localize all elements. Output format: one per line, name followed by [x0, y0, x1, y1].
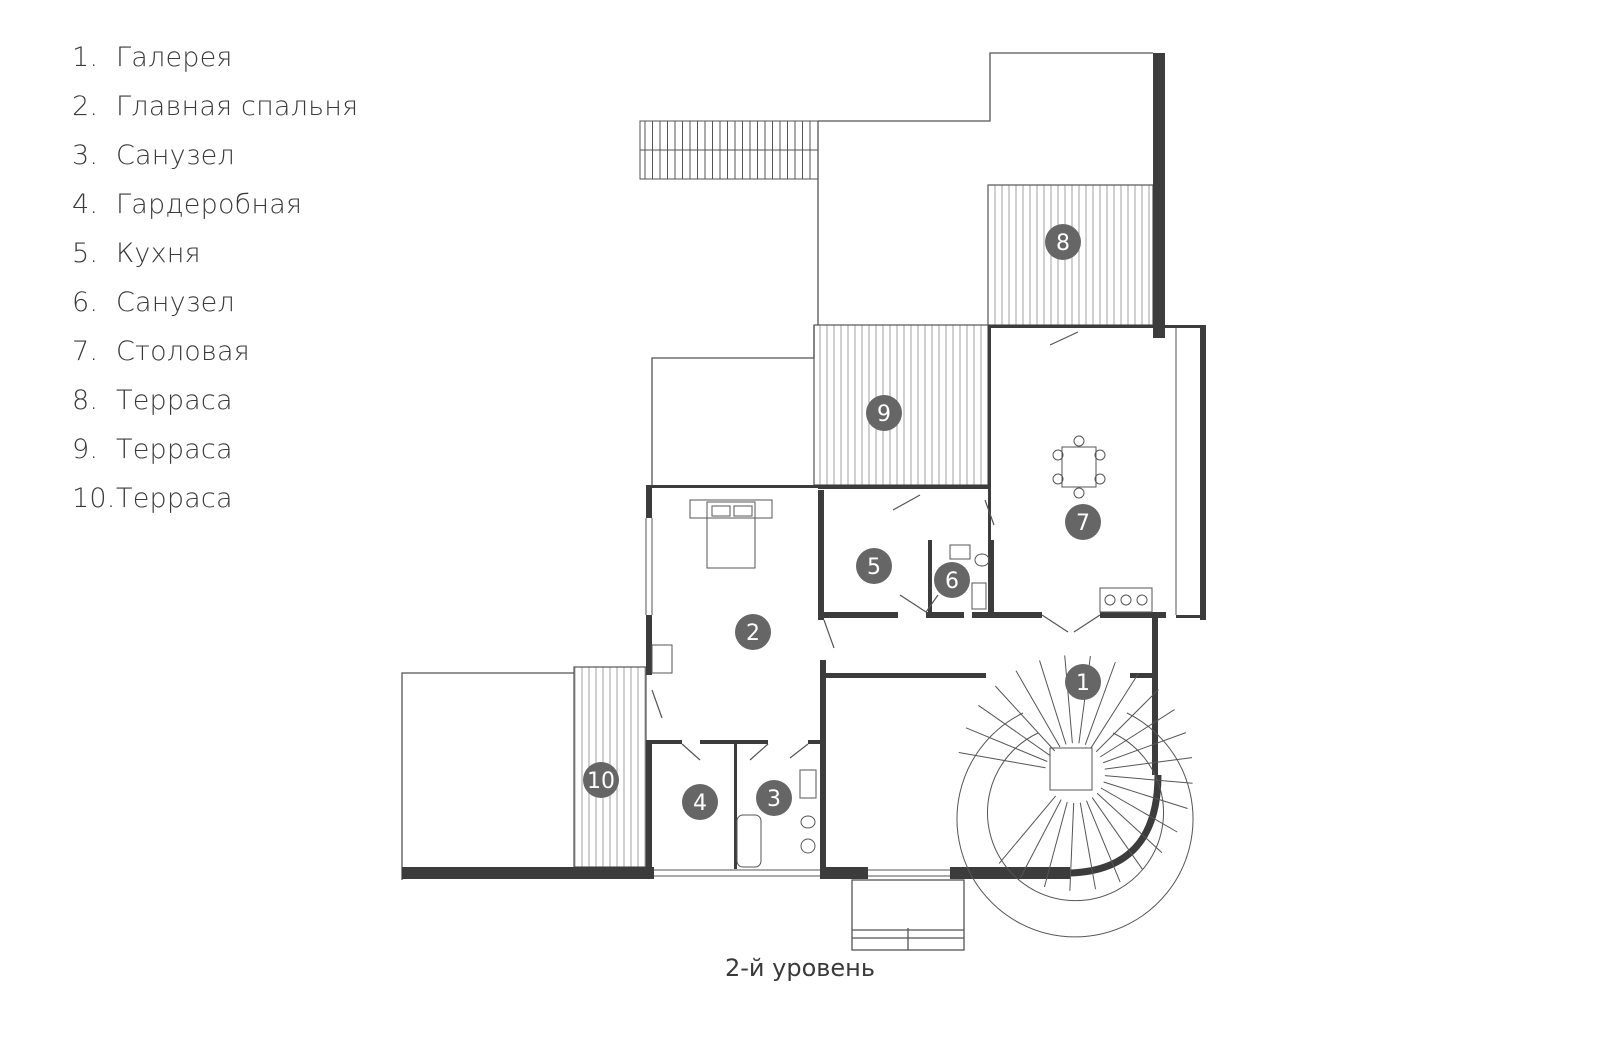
spiral-tread	[1039, 660, 1067, 745]
door-swings	[651, 331, 1101, 761]
furniture	[651, 435, 1153, 868]
bathtub-icon	[736, 814, 762, 868]
legend-item: 1. Галерея	[72, 42, 358, 91]
legend-item-number: 10.	[72, 483, 116, 514]
room-marker-7: 7	[1065, 504, 1101, 540]
legend-item: 2. Главная спальня	[72, 91, 358, 140]
legend-item: 9. Терраса	[72, 434, 358, 483]
legend-item-label: Гардеробная	[116, 189, 303, 220]
legend-item-label: Терраса	[116, 434, 233, 465]
legend-item-label: Главная спальня	[116, 91, 359, 122]
spiral-tread	[1079, 802, 1096, 890]
room-marker-label: 9	[877, 402, 891, 427]
legend-item-label: Терраса	[116, 385, 233, 416]
legend-item-number: 8.	[72, 385, 99, 416]
spiral-tread	[1104, 775, 1193, 784]
room-marker-label: 3	[767, 787, 781, 812]
dining-table-icon	[1061, 446, 1097, 488]
room-marker-label: 4	[693, 791, 707, 816]
legend-item: 6. Санузел	[72, 287, 358, 336]
legend-item-label: Санузел	[116, 287, 235, 318]
legend-item-label: Столовая	[116, 336, 250, 367]
bed-icon	[689, 499, 773, 519]
spiral-tread	[1103, 781, 1188, 809]
spiral-tread	[1090, 673, 1139, 748]
legend-item-label: Кухня	[116, 238, 201, 269]
room-marker-5: 5	[856, 548, 892, 584]
legend-item-number: 6.	[72, 287, 99, 318]
room-marker-1: 1	[1065, 664, 1101, 700]
legend-item: 7. Столовая	[72, 336, 358, 385]
spiral-tread	[1020, 799, 1062, 878]
room-markers: 1 2 3 4 5 6 7 8 9 10	[583, 224, 1101, 820]
room-marker-label: 10	[587, 769, 615, 794]
legend-item-number: 2.	[72, 91, 99, 122]
spiral-tread	[1103, 732, 1187, 764]
spiral-tread	[1096, 792, 1163, 854]
room-marker-6: 6	[934, 562, 970, 598]
spiral-tread	[978, 704, 1051, 757]
spiral-tread	[958, 752, 1046, 769]
spiral-tread	[1084, 661, 1116, 745]
spiral-tread	[994, 685, 1056, 752]
desk-icon	[651, 644, 673, 674]
toilet-icon	[800, 815, 816, 829]
terrace-9	[813, 324, 989, 486]
legend-item-number: 3.	[72, 140, 99, 171]
legend-item: 10.Терраса	[72, 483, 358, 532]
stove-icon	[1099, 587, 1153, 613]
legend-item-number: 4.	[72, 189, 99, 220]
level-caption: 2-й уровень	[724, 954, 876, 982]
spiral-tread	[1015, 670, 1061, 748]
spiral-staircase	[956, 655, 1194, 938]
sink-icon	[799, 769, 817, 799]
spiral-tread	[1100, 709, 1175, 758]
room-marker-label: 6	[945, 569, 959, 594]
spiral-tread	[1086, 800, 1121, 883]
room-marker-label: 1	[1076, 671, 1090, 696]
legend-item: 3. Санузел	[72, 140, 358, 189]
room-legend: 1. Галерея 2. Главная спальня 3. Санузел 4.…	[72, 42, 358, 532]
room-marker-4: 4	[682, 784, 718, 820]
stair-hall-curve	[1069, 774, 1162, 877]
spiral-tread	[998, 795, 1057, 864]
plan-walls	[402, 53, 1206, 879]
legend-item-number: 1.	[72, 42, 99, 73]
spiral-tread	[1091, 797, 1144, 870]
legend-item: 4. Гардеробная	[72, 189, 358, 238]
room-marker-label: 5	[867, 555, 881, 580]
room-marker-2: 2	[735, 614, 771, 650]
legend-item-number: 9.	[72, 434, 99, 465]
legend-item-label: Санузел	[116, 140, 235, 171]
spiral-tread	[1100, 787, 1178, 833]
spiral-tread	[1069, 802, 1075, 891]
room-marker-3: 3	[756, 780, 792, 816]
legend-item-label: Галерея	[116, 42, 233, 73]
legend-item-number: 5.	[72, 238, 99, 269]
room-marker-9: 9	[866, 395, 902, 431]
legend-item-label: Терраса	[116, 483, 233, 514]
spiral-tread	[1104, 757, 1193, 770]
spiral-tread	[1095, 689, 1159, 753]
room-marker-label: 7	[1076, 511, 1090, 536]
outdoor-stair-top	[639, 120, 819, 180]
spiral-tread	[1043, 801, 1068, 888]
room-marker-8: 8	[1045, 224, 1081, 260]
legend-item: 8. Терраса	[72, 385, 358, 434]
spiral-tread	[965, 727, 1048, 762]
window-lines	[645, 328, 1177, 877]
legend-item: 5. Кухня	[72, 238, 358, 287]
legend-item-number: 7.	[72, 336, 99, 367]
room-marker-label: 8	[1056, 231, 1070, 256]
room-marker-10: 10	[583, 762, 619, 798]
room-marker-label: 2	[746, 621, 760, 646]
spiral-tread	[1064, 655, 1073, 744]
